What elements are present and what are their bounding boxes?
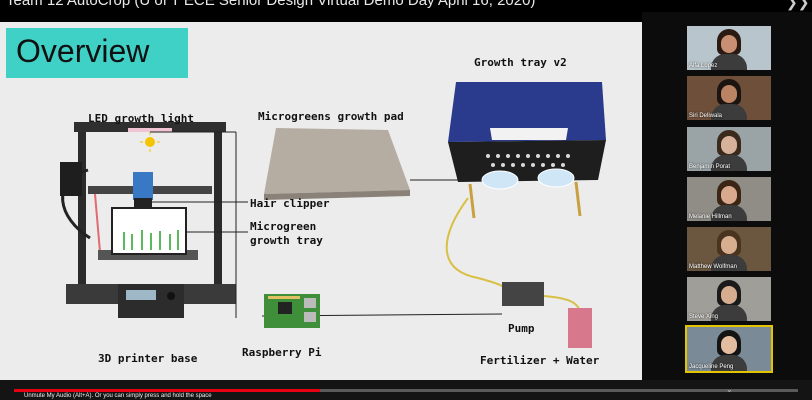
participant-tile[interactable]: Siri Deliwala	[687, 76, 771, 120]
growth-tray-illustration	[448, 82, 606, 219]
participant-face	[721, 286, 737, 304]
label-led-growth-light: LED growth light	[88, 112, 194, 125]
participant-name: Benjamin Porat	[689, 164, 731, 170]
video-progress-track[interactable]	[14, 389, 798, 392]
raspberry-pi-illustration	[264, 294, 320, 328]
printer-illustration	[60, 122, 248, 318]
participant-name: Melanie Hillman	[689, 214, 732, 220]
growth-pad-illustration	[264, 128, 464, 200]
participant-tile[interactable]: Jacqueline Peng	[685, 325, 773, 373]
label-fertilizer-water: Fertilizer + Water	[480, 354, 600, 367]
participant-face	[721, 136, 737, 154]
window-title: Team 12 AutoCrop (U of T ECE Senior Desi…	[6, 0, 536, 9]
participant-face	[721, 85, 737, 103]
participant-name: Matthew Wolfman	[689, 264, 737, 270]
participant-tile[interactable]: Matthew Wolfman	[687, 227, 771, 271]
label-growth-pad: Microgreens growth pad	[258, 110, 404, 123]
participant-name: Siri Deliwala	[689, 113, 723, 119]
participant-body	[711, 205, 747, 221]
label-raspberry-pi: Raspberry Pi	[242, 346, 322, 359]
participant-face	[721, 236, 737, 254]
audio-hint-text: Unmute My Audio (Alt+A). Or you can simp…	[24, 393, 212, 399]
participant-face	[721, 35, 737, 53]
participant-tile[interactable]: Steve Xing	[687, 277, 771, 321]
video-progress-fill	[14, 389, 320, 392]
participant-tile[interactable]: Melanie Hillman	[687, 177, 771, 221]
participant-tile[interactable]: Alfa Lopez	[687, 26, 771, 70]
slide-illustration	[60, 82, 606, 348]
participant-face	[721, 336, 737, 354]
label-growth-tray: growth tray	[250, 234, 323, 247]
label-microgreen: Microgreen	[250, 220, 317, 233]
participant-body	[711, 255, 747, 271]
label-hair-clipper: Hair clipper	[250, 197, 330, 210]
participant-body	[711, 355, 747, 371]
shared-slide: Overview	[0, 22, 642, 380]
overview-banner: Overview	[6, 28, 188, 78]
label-pump: Pump	[508, 322, 535, 335]
plumbing-illustration	[261, 197, 592, 348]
participant-name: Steve Xing	[689, 314, 719, 320]
participant-name: Jacqueline Peng	[689, 364, 734, 370]
label-growth-tray-v2: Growth tray v2	[474, 56, 567, 69]
label-3d-printer-base: 3D printer base	[98, 352, 198, 365]
participant-tile[interactable]: Benjamin Porat	[687, 127, 771, 171]
participant-body	[711, 104, 747, 120]
chevron-down-icon[interactable]: ⌄	[726, 385, 733, 394]
window-title-bar: Team 12 AutoCrop (U of T ECE Senior Desi…	[0, 0, 812, 12]
participant-body	[711, 54, 747, 70]
slide-heading: Overview	[16, 33, 150, 69]
participant-face	[721, 186, 737, 204]
participant-name: Alfa Lopez	[689, 63, 718, 69]
expand-arrow-icon[interactable]: ❯❯	[786, 0, 810, 10]
participant-body	[711, 155, 747, 171]
participant-body	[711, 305, 747, 321]
